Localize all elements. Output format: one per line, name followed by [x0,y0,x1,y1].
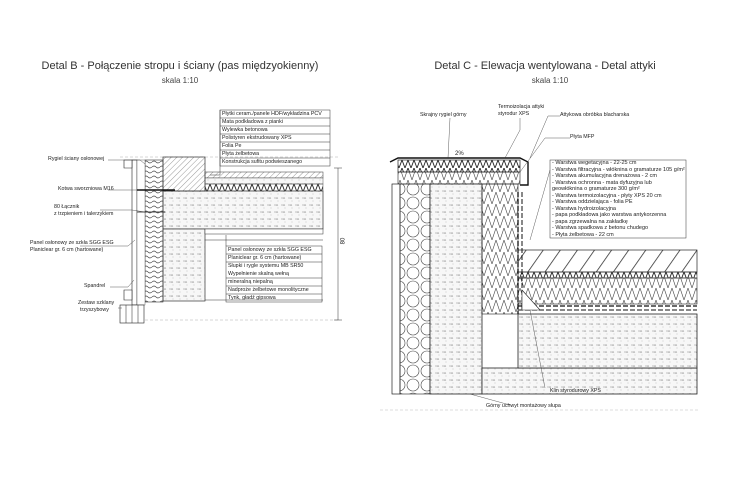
slope-label: 2% [455,151,464,157]
roof-layer: - papa podkładowa jako warstwa antykorze… [552,212,667,218]
callout-klin: Klin styrodurowy XPS [550,388,601,394]
layer-label: mineralną niepalną [228,279,273,285]
roof-layer: - papa zgrzewalna na zakładkę [552,218,628,225]
callout-uchwyt: Górny uchwyt montażowy słupa [486,403,561,409]
callout-termo-2: styrodur XPS [498,111,530,117]
layer-label: Płyta żelbetowa [222,151,260,157]
callout-plyta-mfp: Płyta MFP [570,134,595,140]
callout-panel-2: Planiclear gr. 6 cm (hartowane) [30,247,104,253]
callout-zestaw-1: Zestaw szklany [78,300,115,306]
layer-label: Nadproże żelbetowe monolityczne [228,287,309,293]
layer-label: Konstrukcja sufitu podwieszanego [222,159,303,165]
roof-layer: - Warstwa spadkowa z betonu chudego [552,225,649,231]
callout-lacznik-1: 80 Łącznik [54,204,80,210]
callout-zestaw-2: trzyszybowy [80,307,109,313]
callout-rygiel: Rygiel ściany osłonowej [48,156,105,162]
layer-label: Słupki i rygle systemu MB SR50 [228,263,304,269]
layer-label: Panel osłonowy ze szkła SGG ESG [228,247,312,253]
detail-c-drawing [380,115,700,411]
callout-lacznik-2: z trzpieniem i talerzykiem [54,211,114,217]
layer-label: Planiclear gr. 6 cm (hartowane) [228,255,302,261]
roof-layer: - Warstwa ochronna - mata dyfuzyjna lub [552,179,652,186]
layer-label: Mata podkładowa z pianki [222,119,283,125]
layer-label: Wylewka betonowa [222,127,268,133]
layer-label: Płytki ceram./panele HDF/wykładzina PCV [222,111,322,117]
callout-rygiel-gorny: Skrajny rygiel górny [420,112,467,118]
roof-layer: - Warstwa akumulacyjna drenażowa - 2 cm [552,173,657,179]
roof-layer: geowłóknina o gramaturze 300 g/m² [552,186,640,192]
layer-label: Tynk, gładź gipsowa [228,295,276,301]
callout-spandrel: Spandrel [84,283,106,289]
detail-b-scale: skala 1:10 [161,76,199,85]
roof-layer: - Warstwa wegetacyjna - 22-25 cm [552,160,637,166]
callout-kotwa: Kotwa sworzniowa M16 [58,186,114,192]
layer-label: Wypełnienie skalną wełną [228,271,289,277]
layer-label: Polistyren ekstrudowany XPS [222,135,292,141]
roof-layer: - Płyta żelbetowa - 22 cm [552,231,614,238]
detail-c-scale: skala 1:10 [531,76,569,85]
roof-layer: - Warstwa termoizolacyjna - płyty XPS 20… [552,192,662,199]
roof-layer: - Warstwa hydroizolacyjna [552,205,616,212]
roof-layer: - Warstwa oddzielająca - folia PE [552,199,633,205]
detail-b-drawing [80,109,342,324]
detail-c-title: Detal C - Elewacja wentylowana - Detal a… [434,60,656,72]
roof-layer: - Warstwa filtracyjna - włóknina o grama… [552,166,685,173]
detail-b-title: Detal B - Połączenie stropu i ściany (pa… [41,60,319,72]
callout-obrobka: Attykowa obróbka blacharska [560,112,630,118]
callout-panel-1: Panel osłonowy ze szkła SGG ESG [30,240,114,246]
dimension-label: 80 [340,237,347,245]
layer-label: Folia Pe [222,143,242,149]
callout-termo-1: Termoizolacja attyki [498,104,545,110]
